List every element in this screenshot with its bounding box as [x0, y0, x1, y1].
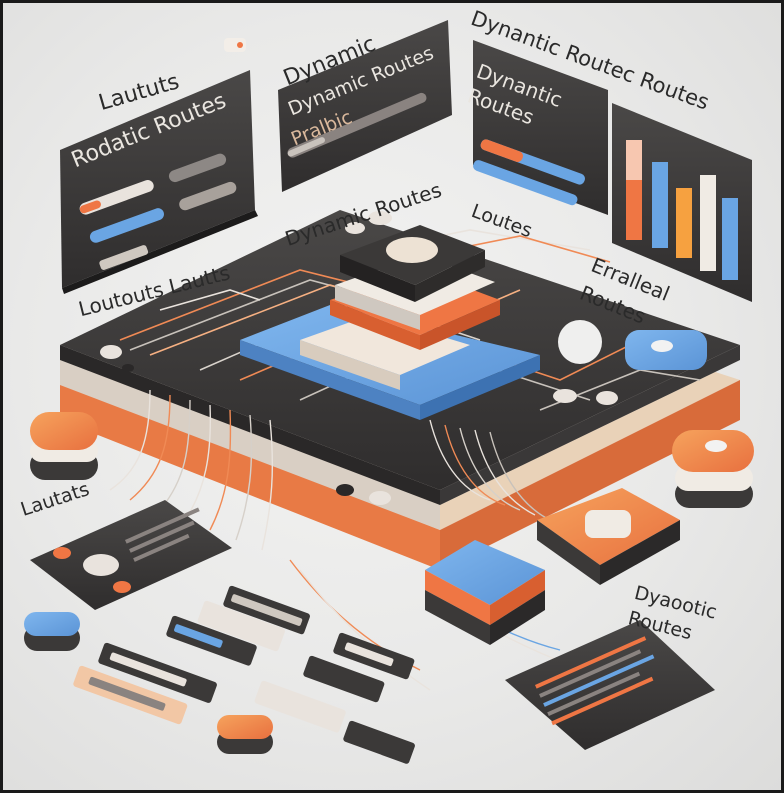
right-puck-stack	[672, 430, 754, 508]
dynamic-panel	[278, 20, 452, 192]
blue-card-stack	[425, 540, 545, 645]
bottom-orange-puck	[217, 715, 273, 754]
bottom-right-card	[505, 620, 715, 750]
platform-knobs	[100, 211, 618, 505]
dynantic-panel	[473, 40, 608, 215]
small-blue-puck	[24, 612, 80, 651]
top-badge	[224, 38, 246, 52]
orange-card	[537, 488, 680, 585]
bar-chart-panel	[612, 103, 752, 302]
central-block-stack	[240, 225, 540, 420]
bottom-left-card	[30, 500, 232, 610]
slider-tiles	[73, 585, 415, 764]
rodatic-panel	[60, 70, 258, 294]
cable-bundle	[109, 389, 571, 691]
bars	[626, 140, 738, 280]
left-puck-stack	[30, 412, 98, 480]
blue-puck	[625, 330, 707, 370]
